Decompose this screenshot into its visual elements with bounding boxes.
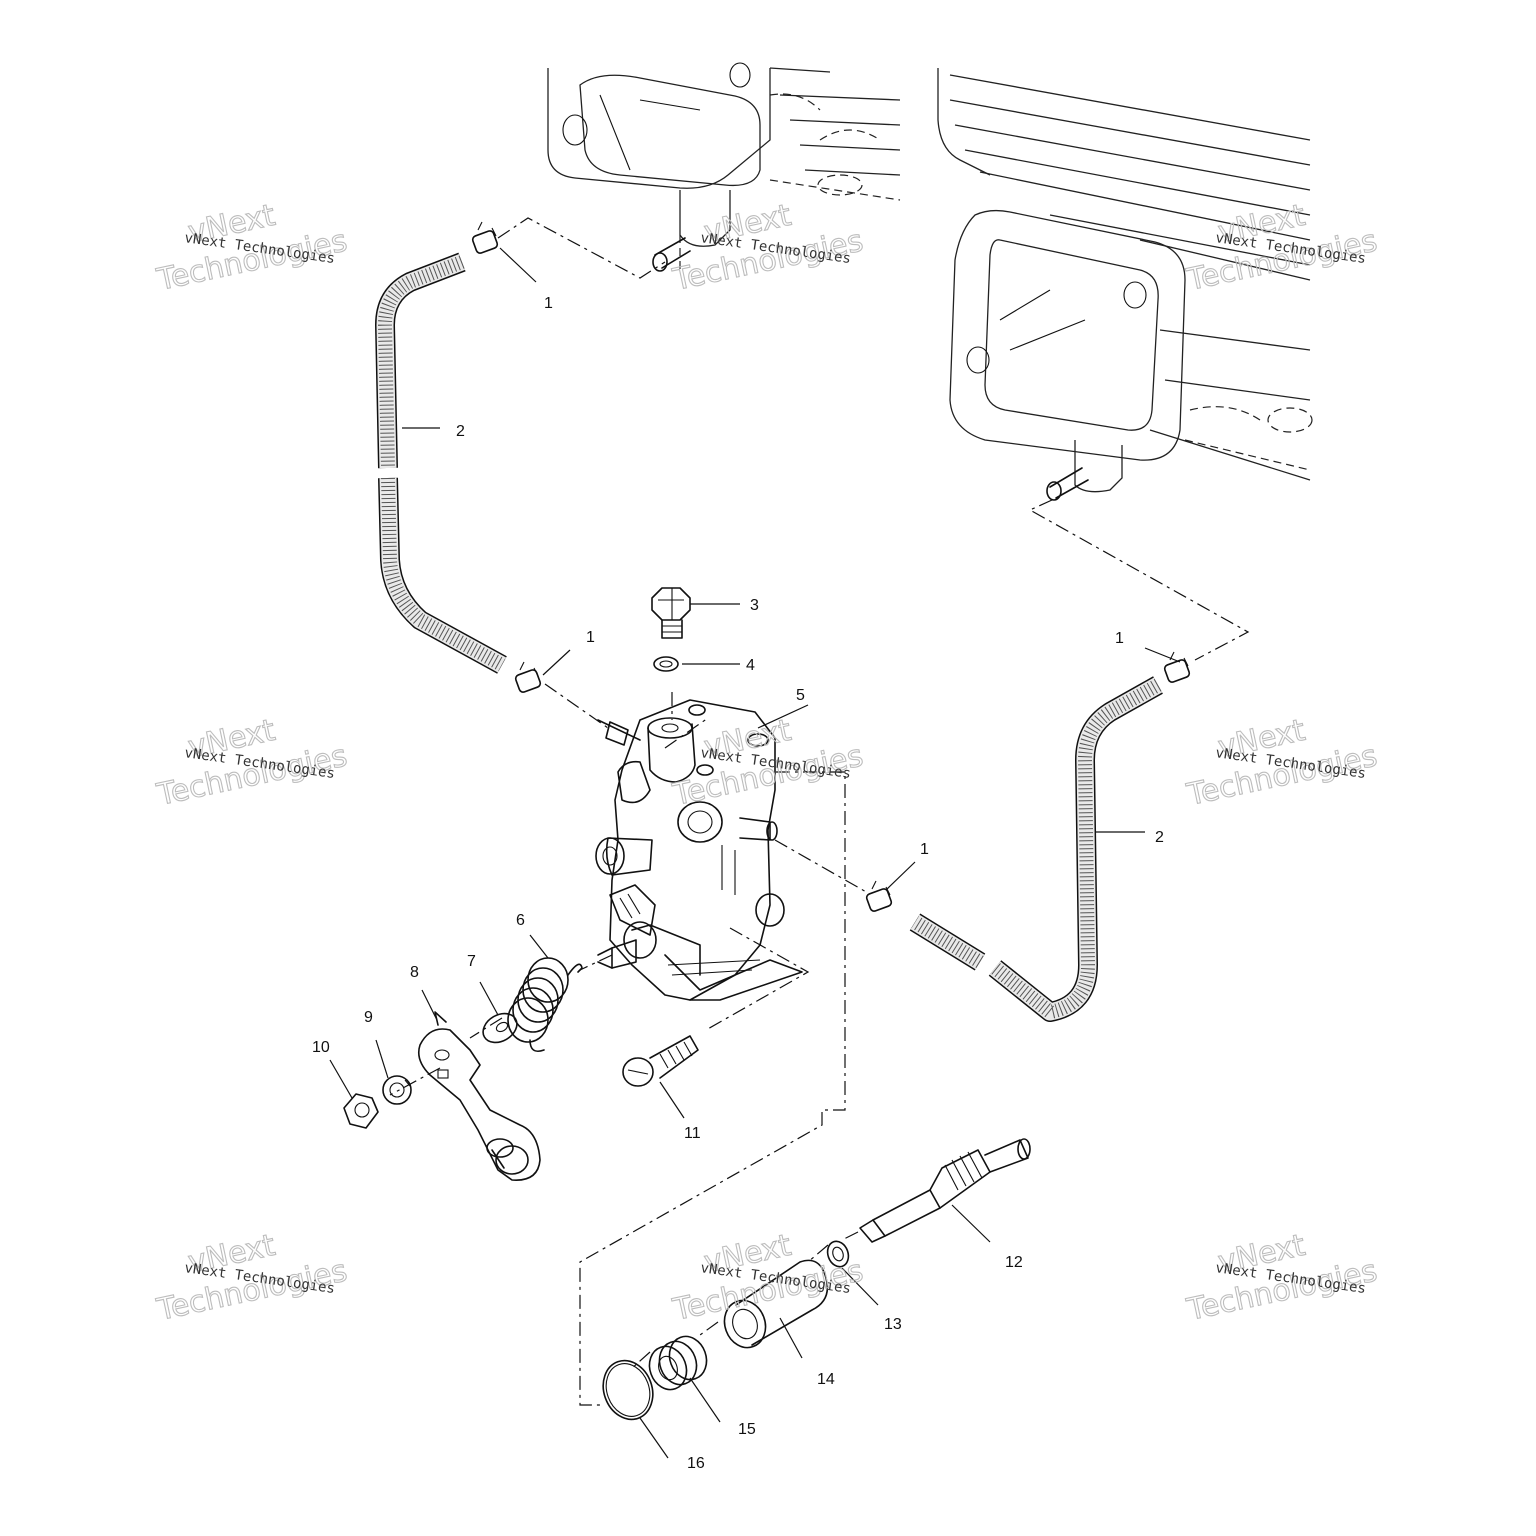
callout-9: 9	[364, 1009, 373, 1026]
hose-clamp-middle-left	[514, 661, 542, 693]
sealing-washer	[653, 656, 679, 672]
callout-2-right: 2	[1155, 829, 1164, 846]
engine-cylinder-right	[937, 68, 1313, 501]
hose-clamp-right-bottom	[865, 880, 893, 912]
callout-6: 6	[516, 912, 525, 929]
mounting-screw	[622, 1035, 699, 1087]
o-ring	[602, 1359, 654, 1421]
callout-1-right-bottom: 1	[920, 841, 929, 858]
leader-lines	[329, 247, 1181, 1459]
pump-drive-shaft	[859, 1138, 1031, 1243]
callout-labels: 1 2 3 1 1 4 5 2 1 6 7 8 9 10 11 12 13 14…	[312, 295, 1164, 1472]
watermark-top-center: vNext Technologies	[669, 197, 867, 298]
callout-8: 8	[410, 964, 419, 981]
routing-lines	[389, 217, 1250, 1406]
banjo-bolt	[651, 587, 691, 639]
callout-14: 14	[817, 1371, 835, 1388]
callout-10: 10	[312, 1039, 330, 1056]
callout-5: 5	[796, 687, 805, 704]
watermarks: vNext Technologies vNext Technologies vN…	[153, 197, 1381, 1328]
pump-control-lever	[417, 1011, 541, 1181]
hose-clamp-top-left	[471, 221, 499, 254]
callout-16: 16	[687, 1455, 705, 1472]
callout-1-right-top: 1	[1115, 630, 1124, 647]
oil-hose-left	[375, 252, 507, 674]
callout-12: 12	[1005, 1254, 1023, 1271]
callout-2-left: 2	[456, 423, 465, 440]
spring-washer	[482, 1012, 518, 1044]
hex-nut	[343, 1093, 379, 1129]
callout-4: 4	[746, 657, 755, 674]
callout-1-middle-left: 1	[586, 629, 595, 646]
shaft-washer	[826, 1240, 850, 1268]
callout-1-top-left: 1	[544, 295, 553, 312]
return-spring	[507, 957, 583, 1053]
callout-3: 3	[750, 597, 759, 614]
oil-seal	[648, 1335, 708, 1391]
callout-13: 13	[884, 1316, 902, 1333]
engine-cylinder-left	[547, 62, 901, 272]
lock-washer	[382, 1075, 412, 1105]
callout-7: 7	[467, 953, 476, 970]
oil-hose-right	[909, 676, 1163, 1022]
callout-11: 11	[684, 1125, 701, 1142]
shaft-housing	[723, 1259, 829, 1349]
oil-pump-body	[595, 699, 803, 1001]
callout-15: 15	[738, 1421, 756, 1438]
